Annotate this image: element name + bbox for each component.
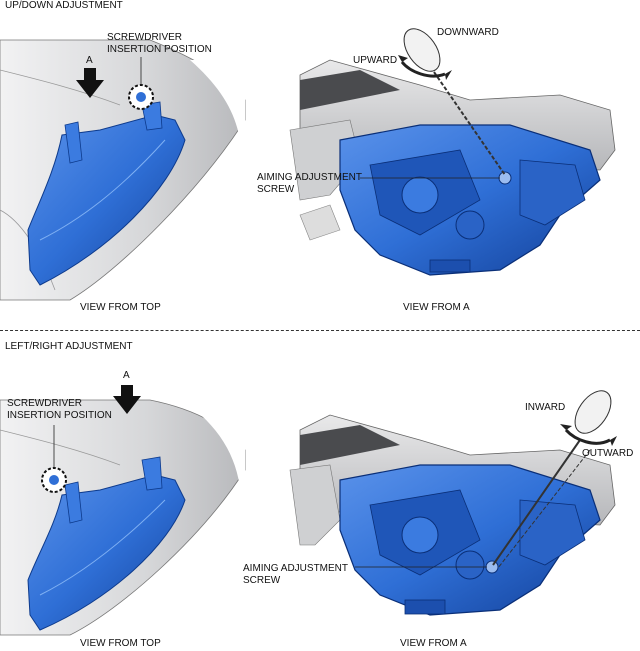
- top-arrow-a: [76, 68, 104, 98]
- bottom-right-headlamp-unit: [339, 464, 601, 616]
- bottom-view-from-a-caption: VIEW FROM A: [400, 638, 467, 649]
- top-screwdriver-insertion-marker: [128, 84, 154, 110]
- left-right-adjustment-title: LEFT/RIGHT ADJUSTMENT: [5, 341, 133, 352]
- top-downward-label: DOWNWARD: [437, 27, 499, 38]
- top-arrow-a-label: A: [86, 55, 93, 66]
- bottom-arrow-a: [113, 385, 141, 414]
- top-view-from-a-caption: VIEW FROM A: [403, 302, 470, 313]
- top-view-from-top-caption: VIEW FROM TOP: [80, 302, 161, 313]
- bottom-screwdriver-insertion-label: SCREWDRIVER INSERTION POSITION: [7, 398, 112, 421]
- top-upward-label: UPWARD: [353, 55, 398, 66]
- bottom-arrow-a-label: A: [123, 370, 130, 381]
- bottom-view-from-top-caption: VIEW FROM TOP: [80, 638, 161, 649]
- bottom-aiming-screw-label: AIMING ADJUSTMENT SCREW: [243, 563, 349, 586]
- top-screwdriver: [398, 28, 506, 176]
- bottom-left-headlamp: [27, 456, 186, 631]
- bottom-screwdriver-insertion-marker: [41, 467, 67, 493]
- up-down-adjustment-title: UP/DOWN ADJUSTMENT: [5, 0, 123, 11]
- top-right-headlamp-unit: [339, 124, 601, 276]
- bottom-inward-label: INWARD: [525, 402, 566, 413]
- top-aiming-screw-label: AIMING ADJUSTMENT SCREW: [257, 172, 363, 195]
- bottom-outward-label: OUTWARD: [582, 448, 634, 459]
- bottom-screwdriver: [492, 390, 617, 569]
- top-left-headlamp: [27, 101, 186, 286]
- top-screwdriver-insertion-label: SCREWDRIVER INSERTION POSITION: [107, 32, 212, 55]
- section-divider: [0, 330, 640, 331]
